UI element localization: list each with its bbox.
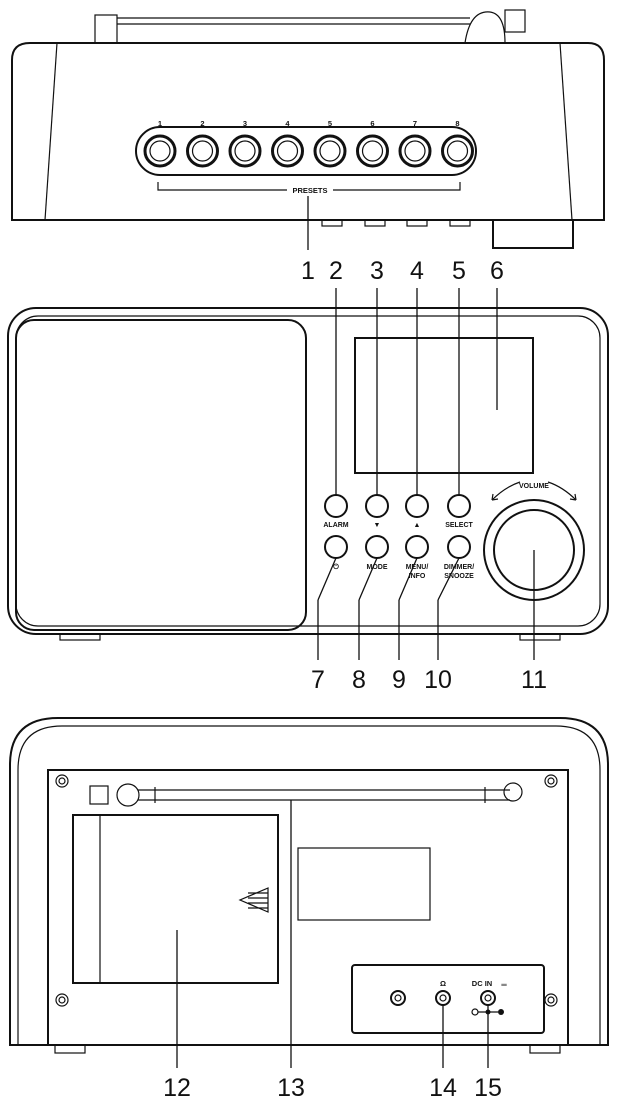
callout-14: 14 <box>429 1074 457 1102</box>
dc-in-jack[interactable] <box>480 990 496 1006</box>
preset-number-3: 3 <box>243 119 247 128</box>
callout-8: 8 <box>352 666 366 694</box>
dimmer-snooze-button[interactable] <box>447 535 471 559</box>
dimmer-label-line2: SNOOZE <box>444 573 474 580</box>
preset-button-1[interactable] <box>143 134 177 168</box>
callout-3: 3 <box>370 257 384 285</box>
alarm-label: ALARM <box>323 522 348 529</box>
callout-12: 12 <box>163 1074 191 1102</box>
volume-arc-left <box>491 481 521 501</box>
volume-label: VOLUME <box>519 483 549 490</box>
callout-7: 7 <box>311 666 325 694</box>
preset-button-face-4 <box>276 140 299 162</box>
dc-in-label: DC IN <box>472 979 492 988</box>
speaker-panel <box>15 319 307 631</box>
callout-13: 13 <box>277 1074 305 1102</box>
callout-6: 6 <box>490 257 504 285</box>
preset-button-6[interactable] <box>356 134 389 168</box>
preset-button-3[interactable] <box>228 134 262 168</box>
up-button[interactable] <box>405 494 429 518</box>
dc-symbol: ═ <box>500 980 507 989</box>
up-label: ▲ <box>414 522 421 529</box>
menu-label-line2: INFO <box>409 573 426 580</box>
top-body-outline <box>11 42 605 221</box>
callout-5: 5 <box>452 257 466 285</box>
power-button[interactable] <box>324 535 348 559</box>
alarm-button[interactable] <box>324 494 348 518</box>
telescopic-antenna <box>89 782 523 807</box>
preset-buttons <box>143 134 474 168</box>
top-view: 1 2 3 4 5 6 7 8 PRESETS <box>11 9 605 249</box>
back-view: Ω DC IN ═ <box>9 717 609 1054</box>
callout-1: 1 <box>301 257 315 285</box>
select-label: SELECT <box>445 522 473 529</box>
preset-button-4[interactable] <box>271 134 304 168</box>
dimmer-label-line1: DIMMER/ <box>444 564 474 571</box>
select-button[interactable] <box>447 494 471 518</box>
preset-numbers: 1 2 3 4 5 6 7 8 <box>158 119 460 128</box>
preset-strip <box>135 126 477 176</box>
aux-jack[interactable] <box>390 990 406 1006</box>
preset-button-face-5 <box>319 140 341 162</box>
connector-panel <box>351 964 545 1034</box>
preset-number-7: 7 <box>413 119 417 128</box>
preset-number-1: 1 <box>158 119 162 128</box>
callout-9: 9 <box>392 666 406 694</box>
callout-numbers: 1 2 3 4 5 6 7 8 9 10 11 12 13 14 15 <box>163 257 547 1102</box>
callout-2: 2 <box>329 257 343 285</box>
mode-label: MODE <box>367 564 388 571</box>
preset-button-face-3 <box>234 140 256 162</box>
menu-info-button[interactable] <box>405 535 429 559</box>
preset-button-8[interactable] <box>441 134 474 168</box>
preset-number-8: 8 <box>455 119 459 128</box>
preset-button-face-8 <box>446 140 469 162</box>
preset-button-7[interactable] <box>398 134 432 168</box>
front-view: ALARM ▼ ▲ SELECT ⏻ MODE MENU/ INFO DIMME… <box>7 307 609 641</box>
label-plate <box>297 847 431 921</box>
menu-label-line1: MENU/ <box>406 564 429 571</box>
preset-number-5: 5 <box>328 119 332 128</box>
callout-10: 10 <box>424 666 452 694</box>
top-antenna <box>94 9 526 44</box>
front-body-inner <box>15 315 601 627</box>
display-window <box>354 337 534 474</box>
battery-compartment <box>72 814 279 984</box>
down-label: ▼ <box>374 522 381 529</box>
preset-number-6: 6 <box>370 119 374 128</box>
preset-button-face-6 <box>361 140 384 162</box>
preset-button-2[interactable] <box>186 134 219 168</box>
back-body-outline <box>9 717 609 1046</box>
front-body-outer <box>7 307 609 635</box>
down-button[interactable] <box>365 494 389 518</box>
headphone-jack[interactable] <box>435 990 451 1006</box>
top-stand <box>492 219 574 249</box>
callout-11: 11 <box>521 666 547 694</box>
callout-leads <box>176 196 535 1068</box>
power-label: ⏻ <box>333 563 339 571</box>
headphone-symbol: Ω <box>440 979 446 988</box>
back-panel <box>47 769 569 1046</box>
presets-label: PRESETS <box>292 186 327 195</box>
preset-button-face-7 <box>404 140 426 162</box>
preset-button-face-2 <box>191 140 214 162</box>
volume-arc-right <box>547 481 577 501</box>
screws <box>55 774 558 1007</box>
callout-15: 15 <box>474 1074 502 1102</box>
preset-number-4: 4 <box>285 119 290 128</box>
preset-number-2: 2 <box>200 119 204 128</box>
preset-button-5[interactable] <box>313 134 347 168</box>
preset-button-face-1 <box>149 140 171 162</box>
mode-button[interactable] <box>365 535 389 559</box>
callout-4: 4 <box>410 257 424 285</box>
